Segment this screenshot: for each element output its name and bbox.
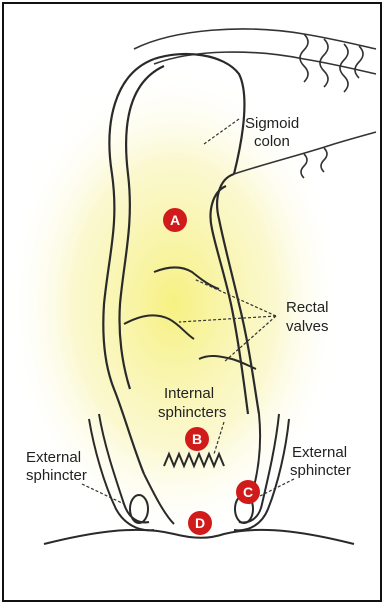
sigmoid-colon-label-line1: Sigmoid (245, 115, 299, 132)
svg-text:C: C (243, 484, 253, 500)
rectum-anatomy-diagram: Sigmoid colon Rectal valves Internal sph… (4, 4, 380, 600)
external-sphincter-right-label-line2: sphincter (290, 462, 351, 479)
marker-a: A (163, 208, 187, 232)
sigmoid-colon-label-line2: colon (254, 133, 290, 150)
external-sphincter-right-label-line1: External (292, 444, 347, 461)
marker-d: D (188, 511, 212, 535)
marker-b: B (185, 427, 209, 451)
rectal-valves-label-line2: valves (286, 318, 329, 335)
svg-text:B: B (192, 431, 202, 447)
rectal-valves-label-line1: Rectal (286, 299, 329, 316)
external-sphincter-left-label-line2: sphincter (26, 467, 87, 484)
external-sphincter-left-label-line1: External (26, 449, 81, 466)
svg-text:A: A (170, 212, 180, 228)
marker-c: C (236, 480, 260, 504)
internal-sphincters-label-line2: sphincters (158, 404, 226, 421)
svg-text:D: D (195, 515, 205, 531)
internal-sphincters-label-line1: Internal (164, 385, 214, 402)
